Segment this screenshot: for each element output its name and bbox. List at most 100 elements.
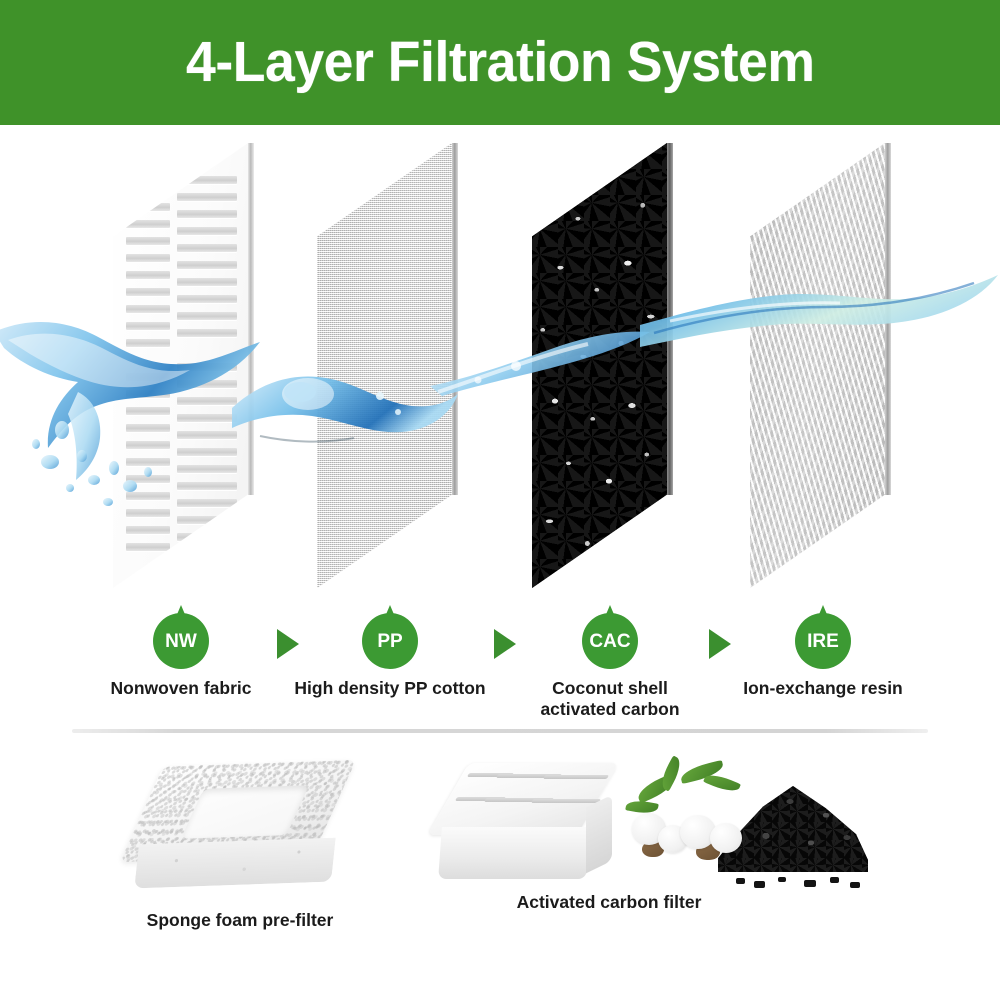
carbon-crumb: [736, 878, 745, 884]
louver-slat: [126, 237, 170, 245]
carbon-crumb: [754, 881, 765, 888]
louver-slat: [126, 288, 170, 296]
louver-slat: [177, 431, 237, 439]
cartridge-front-face: [438, 827, 590, 879]
louver-slat: [126, 322, 170, 330]
louver-slat: [126, 492, 170, 500]
louver-slat: [126, 475, 170, 483]
header-banner: 4-Layer Filtration System: [0, 0, 1000, 125]
louver-slat: [177, 533, 237, 541]
water-drop-badge-nw: NW: [153, 605, 209, 669]
carbon-cartridge-photo: [427, 757, 619, 892]
flow-arrow-3-icon: [709, 629, 731, 659]
louver-slat: [126, 407, 170, 415]
water-drop-badge-pp: PP: [362, 605, 418, 669]
nonwoven-louver-texture: [113, 143, 248, 588]
product-caption-1: Sponge foam pre-filter: [146, 910, 334, 930]
louver-slat: [177, 244, 237, 252]
louver-slat: [177, 414, 237, 422]
carbon-crumb: [804, 880, 816, 887]
cotton-and-carbon-photo: [618, 755, 868, 892]
panel-edge: [885, 143, 891, 495]
louver-slat: [177, 176, 237, 184]
flow-arrow-1-icon: [277, 629, 299, 659]
water-drop-badge-ire: IRE: [795, 605, 851, 669]
louver-slat: [126, 526, 170, 534]
pp-cotton-weave-texture: [317, 143, 452, 588]
louver-slat: [126, 390, 170, 398]
filtration-diagram: white-louver-grille-panel gray-woven-pp-…: [0, 125, 1000, 605]
badge-abbr-2: PP: [377, 631, 403, 652]
louver-slat: [126, 373, 170, 381]
drop-bulb-icon: [582, 613, 638, 669]
panel-edge: [452, 143, 458, 495]
flow-arrow-2-icon: [494, 629, 516, 659]
louver-slat: [177, 278, 237, 286]
filter-layer-panel-3: black-activated-carbon-panel: [532, 143, 673, 588]
badge-abbr-4: IRE: [807, 631, 839, 652]
louver-slat: [126, 305, 170, 313]
louver-slat: [126, 424, 170, 432]
badge-abbr-1: NW: [165, 631, 197, 652]
louver-slat: [126, 543, 170, 551]
filter-layer-panel-1: white-louver-grille-panel: [113, 143, 254, 588]
layer-label-4: IRE Ion-exchange resin: [723, 605, 923, 699]
louver-slat: [126, 203, 170, 211]
louver-slat: [177, 397, 237, 405]
louver-slat: [126, 271, 170, 279]
layer-label-2: PP High density PP cotton: [290, 605, 490, 699]
activated-carbon-granule-texture: [532, 143, 667, 588]
louver-slat: [177, 210, 237, 218]
louver-slat: [126, 509, 170, 517]
layer-label-row: NW Nonwoven fabric PP High density PP co…: [0, 605, 1000, 723]
carbon-granule-heap: [718, 786, 868, 872]
panel-edge: [248, 143, 254, 495]
ion-exchange-fiber-texture: [750, 143, 885, 588]
louver-slat: [177, 329, 237, 337]
panel-edge: [667, 143, 673, 495]
product-item-2: Activated carbon filter: [427, 755, 868, 913]
louver-slat: [126, 220, 170, 228]
louver-slat: [177, 482, 237, 490]
product-caption-2: Activated carbon filter: [516, 892, 702, 912]
louver-slat: [126, 458, 170, 466]
carbon-crumb: [778, 877, 786, 882]
vent-slot: [580, 775, 610, 780]
louver-slat: [177, 261, 237, 269]
louver-slat: [177, 516, 237, 524]
louver-slat: [177, 499, 237, 507]
layer-caption-1: Nonwoven fabric: [110, 678, 252, 698]
layer-caption-3: Coconut shell activated carbon: [540, 678, 680, 720]
drop-bulb-icon: [362, 613, 418, 669]
drop-bulb-icon: [795, 613, 851, 669]
cotton-boll: [710, 823, 742, 853]
louver-slat: [126, 339, 170, 347]
louver-slat: [177, 295, 237, 303]
product-item-1: Sponge foam pre-filter: [115, 745, 365, 931]
louver-slat: [177, 465, 237, 473]
section-divider: [72, 729, 928, 733]
louver-slat: [177, 448, 237, 456]
water-drop-badge-cac: CAC: [582, 605, 638, 669]
layer-label-1: NW Nonwoven fabric: [81, 605, 281, 699]
page-title: 4-Layer Filtration System: [185, 30, 815, 94]
filter-layer-panel-4: white-fibrous-resin-panel: [750, 143, 891, 588]
louver-slat: [126, 254, 170, 262]
louver-slat: [177, 193, 237, 201]
louver-slat: [126, 441, 170, 449]
layer-caption-2: High density PP cotton: [294, 678, 486, 698]
louver-slat: [126, 186, 170, 194]
sponge-front-face: [134, 837, 336, 889]
cartridge-side-face: [586, 794, 612, 874]
drop-bulb-icon: [153, 613, 209, 669]
carbon-crumb: [850, 882, 860, 888]
sponge-foam-block-photo: [115, 745, 365, 910]
louver-slat: [177, 227, 237, 235]
louver-slat: [177, 312, 237, 320]
louver-slat: [177, 380, 237, 388]
filter-layer-panel-2: gray-woven-pp-cotton-panel: [317, 143, 458, 588]
badge-abbr-3: CAC: [589, 631, 631, 652]
product-photo-row: Sponge foam pre-filter: [0, 745, 1000, 1000]
carbon-crumb: [830, 877, 839, 883]
